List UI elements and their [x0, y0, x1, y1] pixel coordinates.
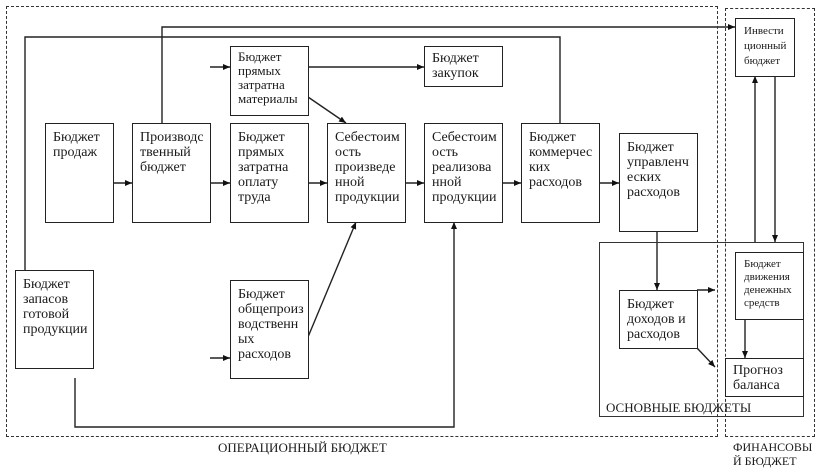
arrow-overhead-costproduced: [307, 221, 357, 338]
box-investment-budget: Инвести ционный бюджет: [735, 18, 795, 77]
arrow-materials-costproduced: [307, 96, 347, 124]
box-balance-forecast: Прогноз баланса: [725, 358, 804, 397]
box-finished-goods-inventory-budget: Бюджет запасов готовой продукции: [15, 270, 94, 369]
box-cashflow-budget: Бюджет движения денежных средств: [735, 252, 804, 320]
box-purchases-budget: Бюджет закупок: [424, 46, 503, 87]
main-budgets-label: ОСНОВНЫЕ БЮДЖЕТЫ: [606, 400, 752, 415]
financial-budget-region: [725, 8, 815, 437]
financial-budget-label: ФИНАНСОВЫ Й БЮДЖЕТ: [733, 440, 813, 468]
connector-inventory-costsold: [74, 222, 457, 428]
box-overhead-budget: Бюджет общепроиз водственн ых расходов: [230, 280, 309, 379]
box-income-expenses-budget: Бюджет доходов и расходов: [619, 290, 698, 349]
box-cost-of-sold-goods: Себестоим ость реализова нной продукции: [424, 123, 503, 223]
box-direct-materials-budget: Бюджет прямых затратна материалы: [230, 46, 309, 116]
box-direct-labor-budget: Бюджет прямых затратна оплату труда: [230, 123, 309, 223]
box-cost-of-produced-goods: Себестоим ость произведе нной продукции: [327, 123, 406, 223]
box-production-budget: Производс твенный бюджет: [132, 123, 211, 223]
box-management-expenses-budget: Бюджет управленч еских расходов: [619, 133, 698, 232]
connector-production-investment: [161, 24, 735, 123]
connector-inventory-commercial: [24, 36, 561, 270]
arrow-income-balance: [696, 347, 716, 368]
box-commercial-expenses-budget: Бюджет коммерчес ких расходов: [521, 123, 600, 223]
operational-budget-region: [6, 6, 718, 437]
operational-budget-label: ОПЕРАЦИОННЫЙ БЮДЖЕТ: [218, 440, 387, 455]
box-sales-budget: Бюджет продаж: [45, 123, 114, 223]
main-budgets-region: [599, 242, 804, 417]
